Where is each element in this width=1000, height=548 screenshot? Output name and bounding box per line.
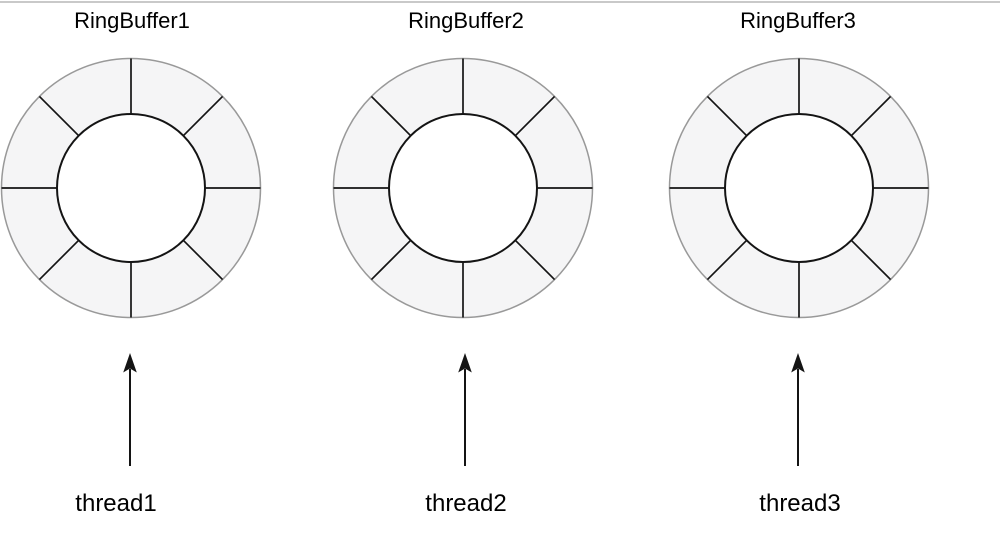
ring-inner-circle bbox=[724, 113, 874, 263]
thread3-label: thread3 bbox=[759, 490, 841, 517]
ring-divider bbox=[514, 95, 556, 137]
ring-divider bbox=[514, 239, 556, 281]
ring-divider bbox=[370, 95, 412, 137]
ring-divider bbox=[850, 239, 892, 281]
ringbuffer1-title: RingBuffer1 bbox=[74, 8, 190, 33]
thread2-arrow-icon bbox=[458, 353, 472, 466]
thread1-arrow-icon bbox=[123, 353, 137, 466]
ringbuffer3-title: RingBuffer3 bbox=[740, 8, 856, 33]
ring-divider bbox=[182, 239, 224, 281]
ring-divider bbox=[370, 239, 412, 281]
arrow-head bbox=[458, 353, 472, 373]
arrow-head bbox=[123, 353, 137, 373]
ring-divider bbox=[38, 95, 80, 137]
thread2-label: thread2 bbox=[425, 490, 507, 517]
ring-inner-circle bbox=[388, 113, 538, 263]
ringbuffer2-title: RingBuffer2 bbox=[408, 8, 524, 33]
ring-inner-circle bbox=[56, 113, 206, 263]
ring-divider bbox=[706, 239, 748, 281]
ring-divider bbox=[850, 95, 892, 137]
ringbuffer2-ring-icon bbox=[332, 57, 594, 319]
top-border-line bbox=[0, 1, 1000, 3]
ringbuffer1-ring-icon bbox=[0, 57, 262, 319]
ringbuffer3-ring-icon bbox=[668, 57, 930, 319]
thread1-label: thread1 bbox=[75, 490, 157, 517]
ring-divider bbox=[706, 95, 748, 137]
thread3-arrow-icon bbox=[791, 353, 805, 466]
ring-divider bbox=[38, 239, 80, 281]
ring-divider bbox=[182, 95, 224, 137]
arrow-head bbox=[791, 353, 805, 373]
